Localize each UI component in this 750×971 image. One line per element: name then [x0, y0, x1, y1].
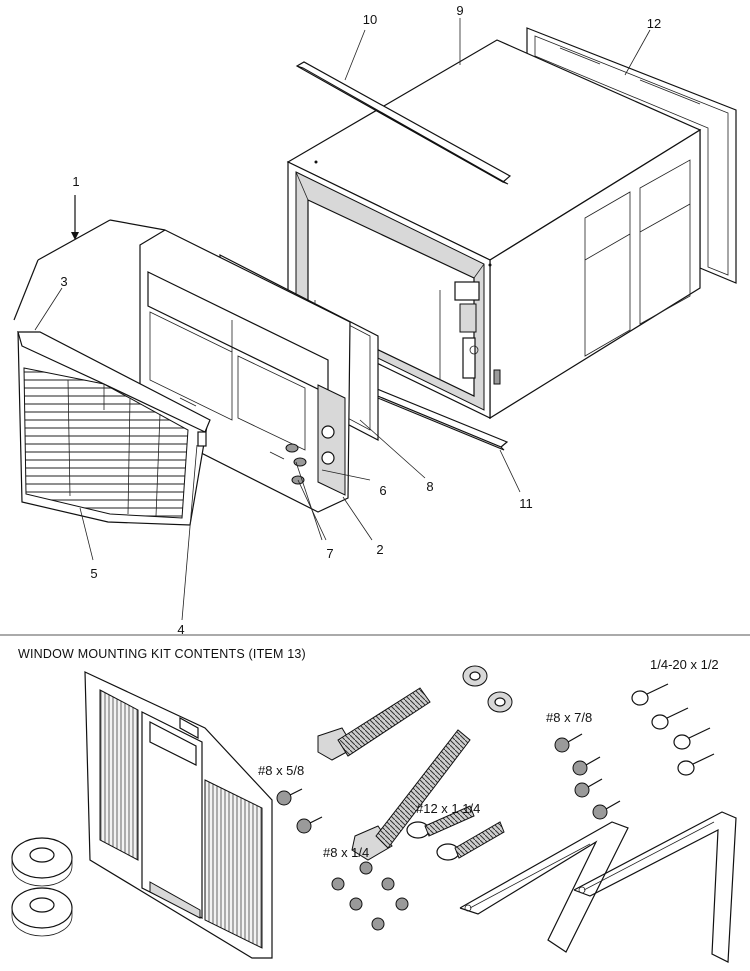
- leader-lines: [34, 18, 651, 621]
- screws-8-x-7-8: [554, 733, 621, 820]
- label-8-7-8-screw: #8 x 7/8: [546, 710, 592, 725]
- label-1-4-20-screw: 1/4-20 x 1/2: [650, 657, 719, 672]
- front-grille: [17, 331, 211, 526]
- callout-1: 1: [72, 174, 79, 189]
- callout-5: 5: [90, 566, 97, 581]
- hex-nuts: [462, 665, 513, 713]
- callout-4: 4: [177, 622, 184, 637]
- screws-1-4-20-x-1-2: [631, 683, 715, 776]
- callout-12: 12: [647, 16, 661, 31]
- screws-8-x-1-4: [331, 861, 409, 931]
- label-12-1-1-4-screw: #12 x 1 1/4: [416, 801, 480, 816]
- window-curtain-panel: [84, 671, 273, 959]
- callout-11: 11: [519, 496, 533, 511]
- callout-2: 2: [376, 542, 383, 557]
- support-brackets: [459, 811, 737, 963]
- screws-8-x-5-8: [276, 788, 323, 834]
- callout-10: 10: [363, 12, 377, 27]
- screws-12-x-1-1-4: [406, 805, 505, 861]
- callout-8: 8: [426, 479, 433, 494]
- callout-7: 7: [326, 546, 333, 561]
- kit-title: WINDOW MOUNTING KIT CONTENTS (ITEM 13): [18, 647, 306, 661]
- foam-seal-rings: [11, 837, 73, 937]
- callout-3: 3: [60, 274, 67, 289]
- callout-6: 6: [379, 483, 386, 498]
- cabinet: [286, 39, 702, 420]
- callout-1-bracket: [13, 195, 166, 321]
- label-8-5-8-screw: #8 x 5/8: [258, 763, 304, 778]
- label-8-1-4-screw: #8 x 1/4: [323, 845, 369, 860]
- lag-bolts: [317, 687, 471, 861]
- callout-9: 9: [456, 3, 463, 18]
- top-rail: [295, 61, 512, 185]
